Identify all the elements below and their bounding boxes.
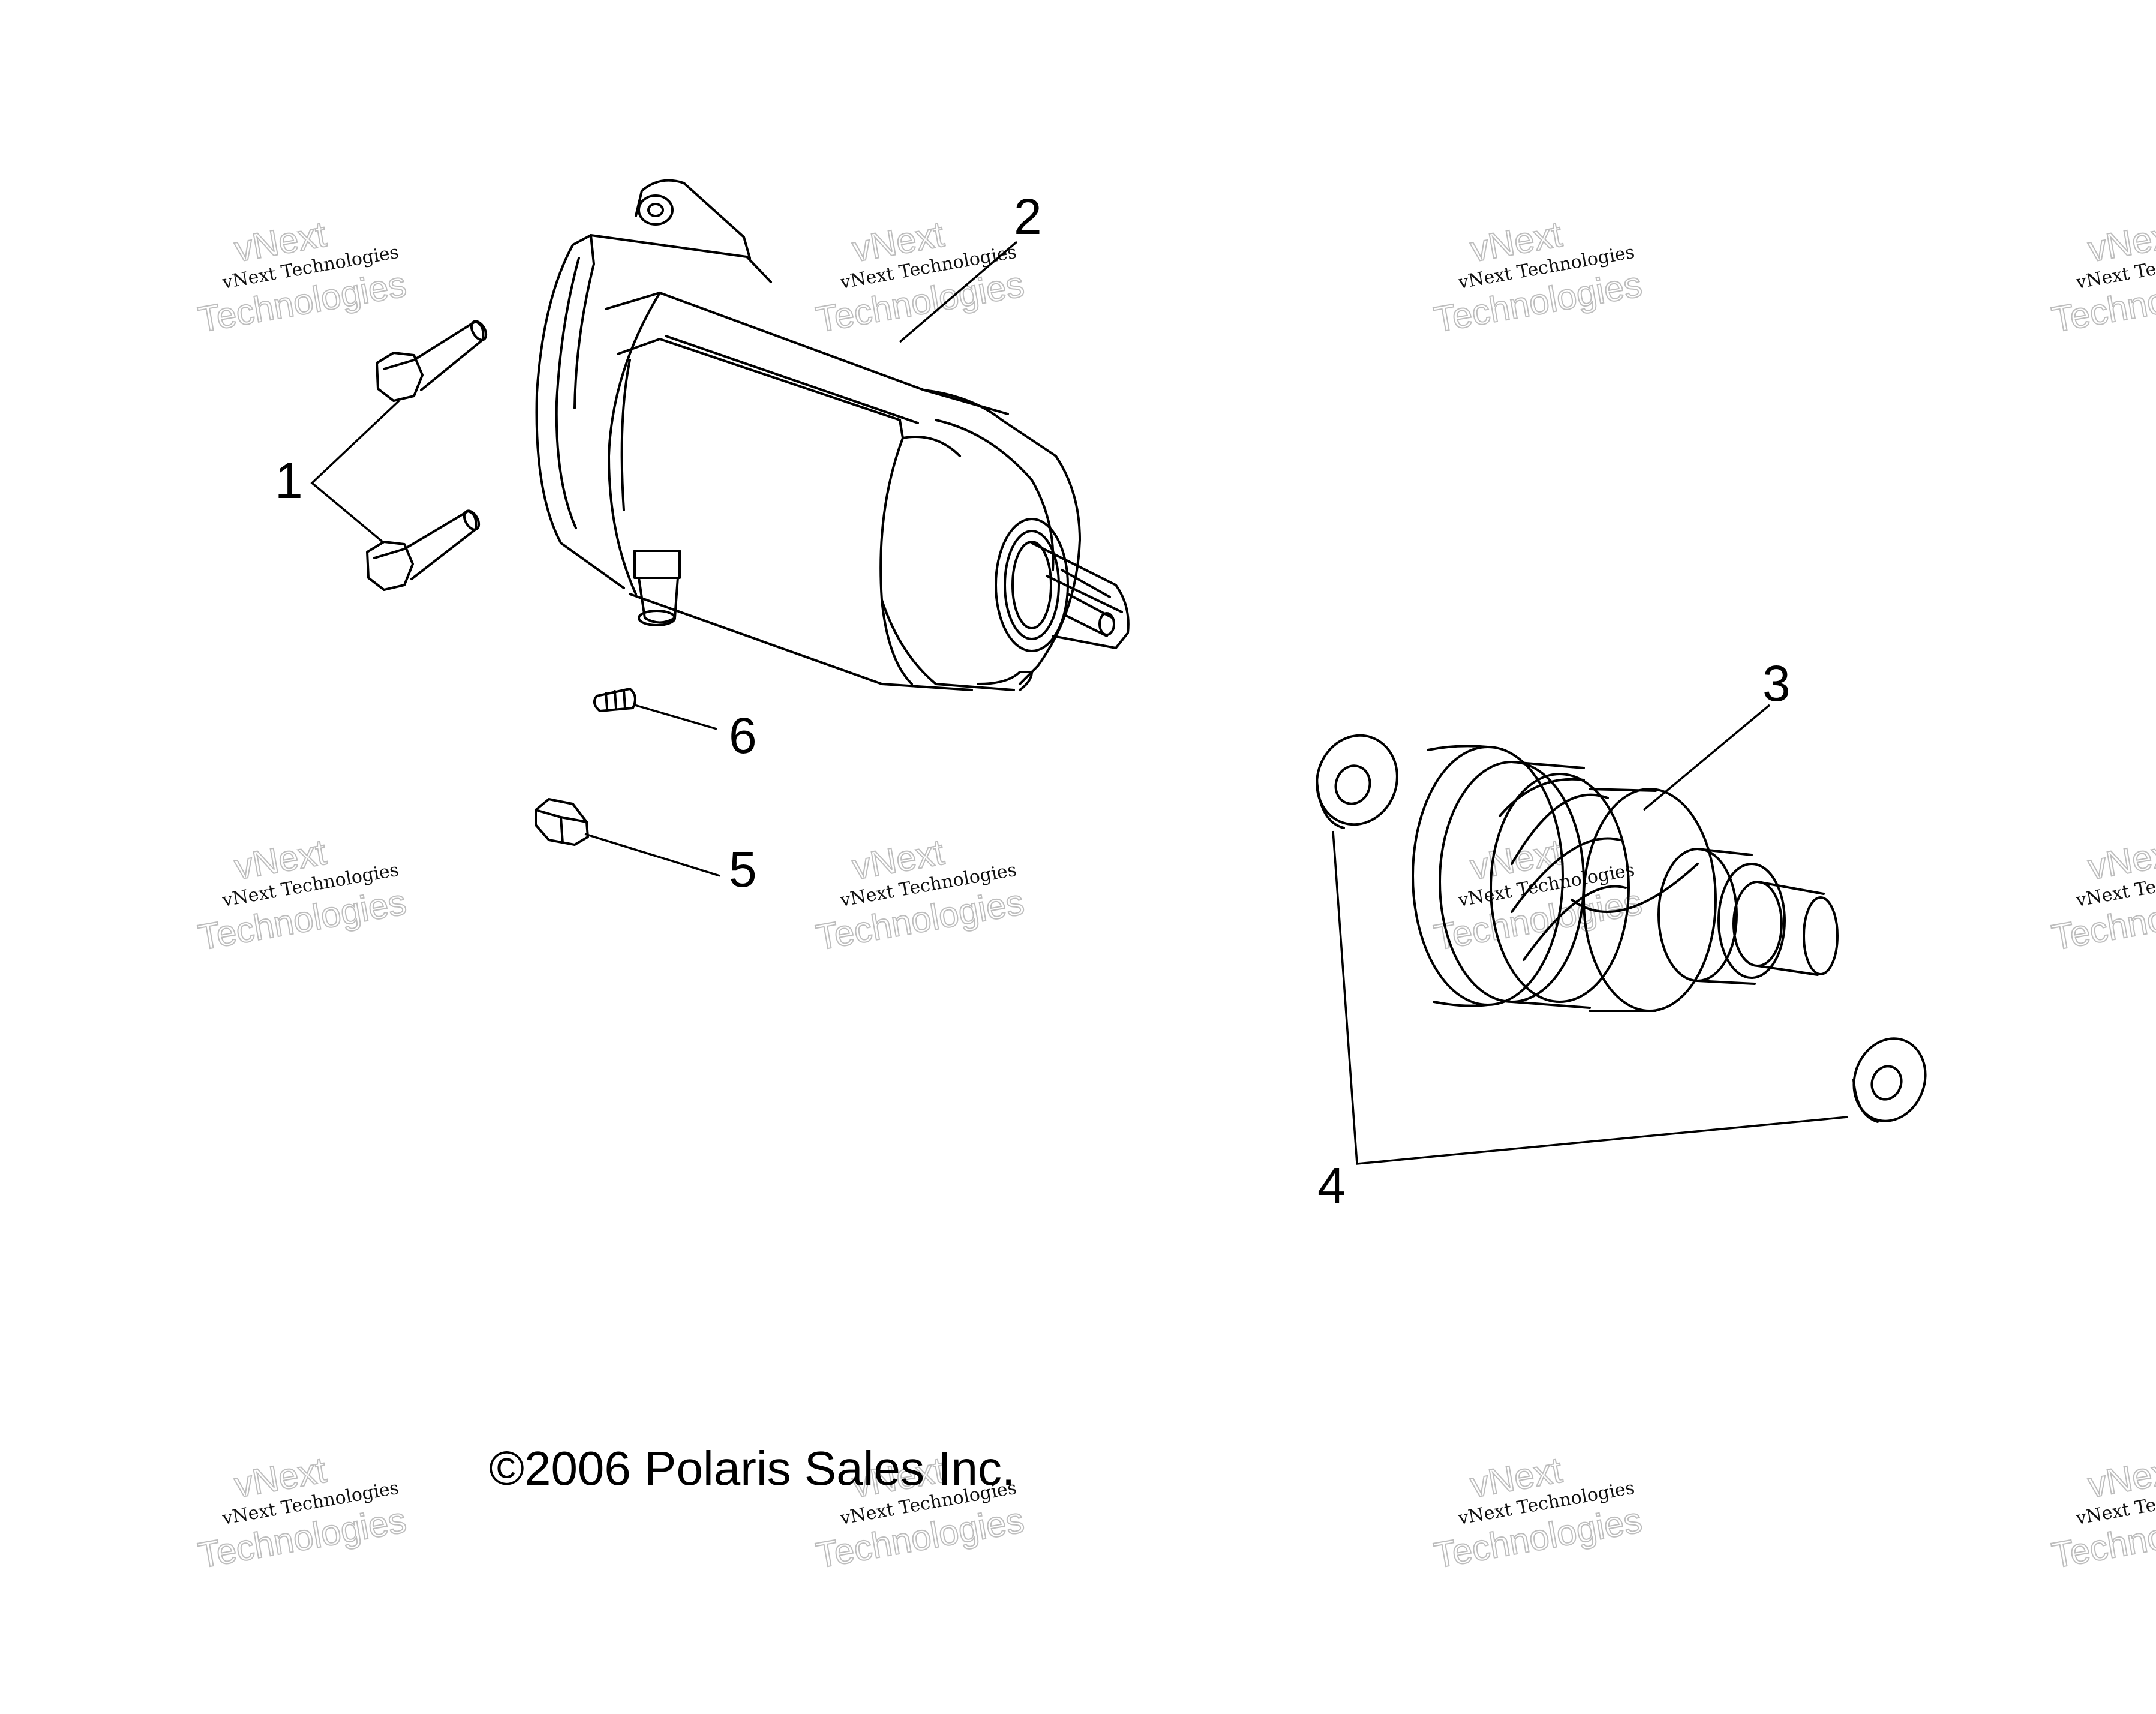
watermark: vNext vNext Technologies Technologies	[2048, 832, 2156, 959]
watermark: vNext vNext Technologies Technologies	[812, 832, 1028, 959]
callout-3: 3	[1762, 655, 1791, 712]
callout-1: 1	[275, 452, 303, 509]
watermark: vNext vNext Technologies Technologies	[1430, 214, 1645, 341]
bolt-lower[interactable]	[366, 508, 482, 591]
leader-4	[1332, 830, 1848, 1165]
watermark: vNext vNext Technologies Technologies	[194, 214, 410, 341]
retaining-clip[interactable]	[593, 688, 636, 712]
leader-5	[584, 833, 720, 877]
bolt-upper[interactable]	[376, 319, 489, 402]
callout-2: 2	[1014, 188, 1042, 245]
watermark: vNext vNext Technologies Technologies	[1430, 1449, 1645, 1577]
leader-3	[1642, 704, 1771, 811]
watermark: vNext vNext Technologies Technologies	[2048, 214, 2156, 341]
callout-5: 5	[729, 841, 757, 897]
watermark: vNext vNext Technologies Technologies	[1430, 832, 1645, 959]
starter-motor[interactable]	[535, 179, 1130, 691]
leader-2	[899, 241, 1018, 343]
hex-nut[interactable]	[535, 798, 589, 846]
thrust-washer-left[interactable]	[1305, 725, 1409, 835]
thrust-washer-right[interactable]	[1843, 1028, 1937, 1131]
watermark: vNext vNext Technologies Technologies	[194, 1449, 410, 1577]
watermark: vNext vNext Technologies Technologies	[194, 832, 410, 959]
watermark: vNext vNext Technologies Technologies	[812, 214, 1028, 341]
copyright-notice: ©2006 Polaris Sales Inc.	[489, 1442, 1015, 1495]
starter-drive[interactable]	[1412, 745, 1839, 1012]
watermark-grid: vNext vNext Technologies Technologies vN…	[194, 214, 2156, 1577]
leader-6	[634, 704, 717, 730]
watermark: vNext vNext Technologies Technologies	[2048, 1449, 2156, 1577]
leader-1	[310, 400, 400, 544]
callout-6: 6	[729, 707, 757, 764]
leader-lines	[310, 241, 1848, 1165]
callout-4: 4	[1317, 1157, 1346, 1214]
